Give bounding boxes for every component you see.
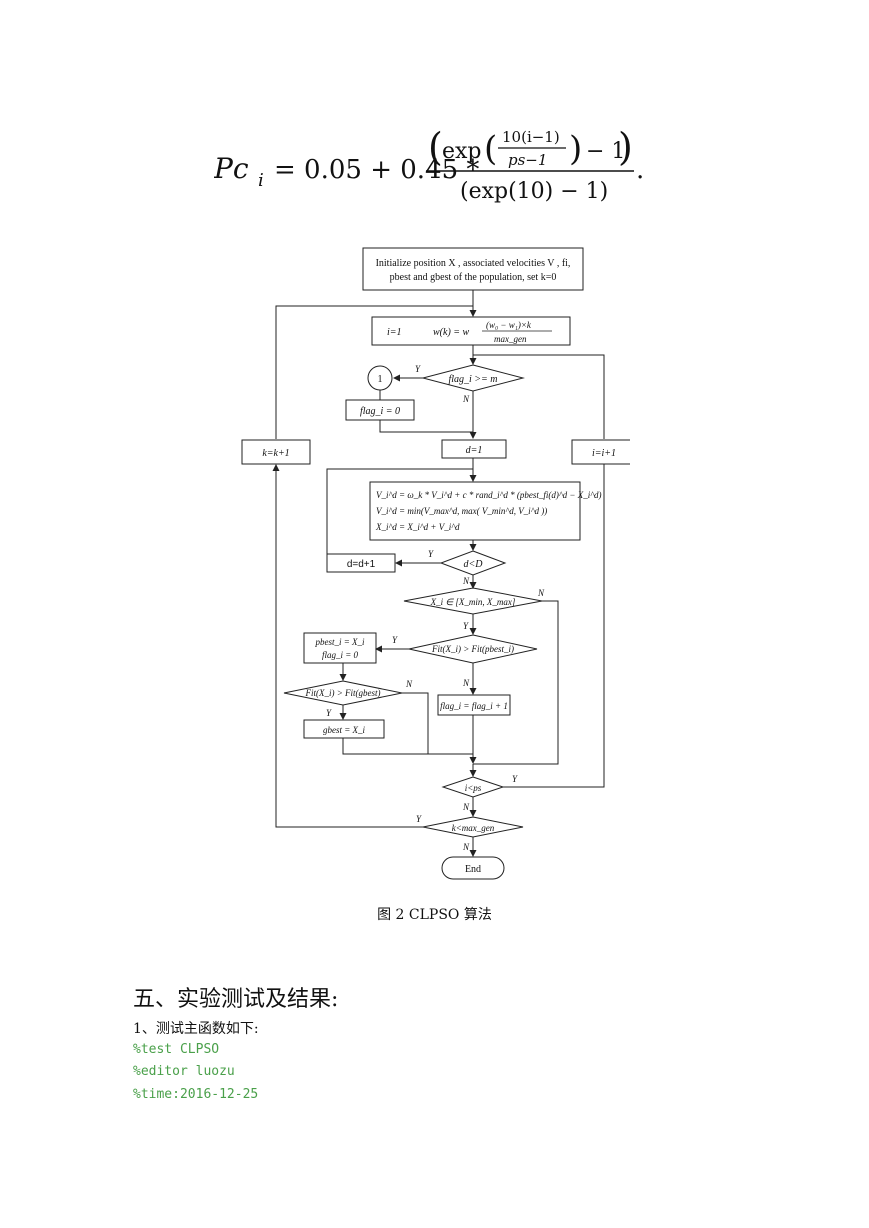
label-y: Y: [416, 814, 422, 824]
gbest-update-box: [303, 719, 385, 739]
flag-reset-text: flag_i = 0: [322, 650, 359, 660]
label-n: N: [462, 842, 470, 852]
pbest-update-box: [303, 632, 377, 664]
d-cond-text: d<D: [464, 559, 484, 570]
fit-gbest-text: Fit(X_i) > Fit(gbest): [304, 688, 380, 698]
label-y: Y: [512, 774, 518, 784]
i-increment-text: i=i+1: [592, 448, 616, 459]
formula-paren-close: ): [618, 125, 633, 169]
formula-paren-open-2: (: [484, 129, 497, 169]
fit-pbest-text: Fit(X_i) > Fit(pbest_i): [431, 644, 514, 654]
wk-text: w(k) = w: [433, 327, 470, 338]
init-text-line1: Initialize position X , associated veloc…: [376, 258, 571, 269]
update-line3: X_i^d = X_i^d + V_i^d: [375, 522, 460, 532]
k-cond-text: k<max_gen: [452, 823, 495, 833]
formula-frac-top: 10(i−1): [502, 128, 560, 146]
formula-lhs: Pc: [214, 152, 249, 185]
init-loop-box: [371, 316, 571, 346]
gbest-set-text: gbest = X_i: [323, 725, 366, 735]
pbest-set-text: pbest_i = X_i: [314, 637, 365, 647]
figure-caption: 图 2 CLPSO 算法: [377, 907, 492, 923]
section-heading: 五、实验测试及结果:: [133, 987, 339, 1012]
init-box: [362, 247, 584, 291]
code-line: %test CLPSO: [133, 1042, 220, 1057]
label-y: Y: [428, 549, 434, 559]
end-terminal: [441, 856, 505, 880]
d-increment-text: d=d+1: [347, 559, 376, 570]
label-y: Y: [326, 708, 332, 718]
init-text-line2: pbest and gbest of the population, set k…: [390, 272, 557, 283]
formula-paren-open: (: [428, 125, 443, 169]
flag-increment-box: [437, 694, 511, 716]
label-n: N: [462, 678, 470, 688]
flag-increment-text: flag_i = flag_i + 1: [440, 701, 508, 711]
d-increment-box: [326, 553, 396, 573]
formula-exp: exp: [442, 139, 482, 164]
code-line: %time:2016-12-25: [133, 1087, 259, 1102]
label-n: N: [462, 802, 470, 812]
wk-denominator: max_gen: [494, 334, 527, 344]
connector-text: 1: [378, 374, 383, 385]
update-line1: V_i^d = ω_k * V_i^d + c * rand_i^d * (pb…: [376, 490, 602, 500]
label-n: N: [405, 679, 413, 689]
label-n: N: [462, 394, 470, 404]
update-box: [369, 481, 581, 541]
label-y: Y: [463, 621, 469, 631]
formula-num-tail: − 1: [586, 139, 625, 164]
clpso-flowchart: Initialize position X , associated veloc…: [241, 247, 630, 880]
label-n: N: [462, 576, 470, 586]
k-increment-text: k=k+1: [262, 448, 289, 459]
pc-formula: Pc i = 0.05 + 0.45 * ( exp ( 10(i−1) ps−…: [214, 125, 644, 204]
range-cond-text: X_i ∈ [X_min, X_max]: [430, 597, 516, 607]
formula-rhs-prefix: = 0.05 + 0.45 *: [274, 155, 479, 185]
label-y: Y: [415, 364, 421, 374]
d1-text: d=1: [466, 445, 483, 456]
i1-text: i=1: [387, 327, 402, 338]
formula-end-punct: .: [636, 155, 644, 185]
update-line2: V_i^d = min(V_max^d, max( V_min^d, V_i^d…: [376, 506, 547, 516]
flag-cond-text: flag_i >= m: [448, 374, 497, 385]
i-cond-text: i<ps: [465, 783, 482, 793]
formula-frac-bottom: ps−1: [508, 151, 547, 169]
wk-numerator: (w₀ − w₁)×k: [486, 320, 532, 330]
code-line: %editor luozu: [133, 1064, 235, 1079]
end-text: End: [465, 864, 481, 875]
flag-zero-text: flag_i = 0: [360, 406, 400, 417]
label-y: Y: [392, 635, 398, 645]
d1-box: [441, 439, 507, 459]
formula-paren-close-2: ): [569, 129, 582, 169]
label-n: N: [537, 588, 545, 598]
formula-lhs-sub: i: [258, 170, 264, 191]
formula-denominator: (exp(10) − 1): [460, 179, 608, 204]
paragraph: 1、测试主函数如下:: [133, 1021, 259, 1037]
